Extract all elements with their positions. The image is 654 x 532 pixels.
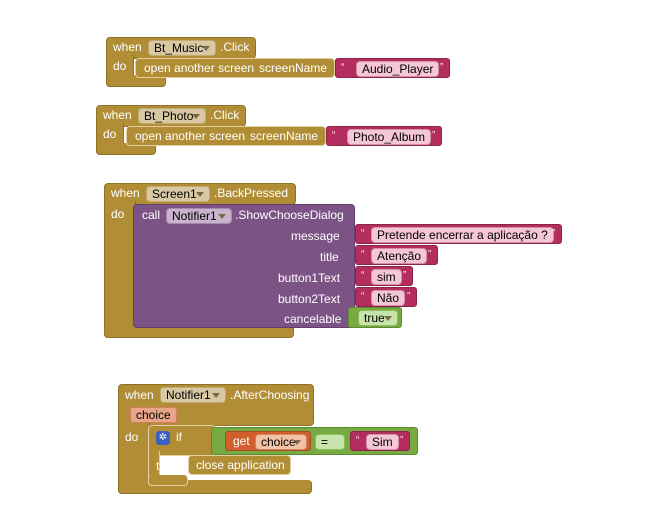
- text-value[interactable]: Audio_Player: [356, 61, 440, 77]
- if-keyword: if: [176, 430, 182, 444]
- quote-open: “: [361, 228, 365, 239]
- quote-open: “: [361, 291, 365, 302]
- call-notifier-showchoosedialog[interactable]: call Notifier1 .ShowChooseDialog message…: [133, 204, 355, 328]
- when-keyword: when: [113, 40, 142, 54]
- text-value[interactable]: Não: [371, 290, 406, 306]
- event-footer: [106, 75, 166, 87]
- do-keyword: do: [111, 207, 125, 221]
- text-block-photo-album[interactable]: “ Photo_Album ”: [326, 126, 442, 146]
- arg-label-button2text: button2Text: [278, 292, 341, 306]
- quote-close: ”: [552, 228, 556, 239]
- quote-close: ”: [403, 270, 407, 281]
- param-label: screenName: [259, 61, 328, 75]
- proc-label: open another screen: [144, 61, 255, 75]
- variable-dropdown[interactable]: choice: [255, 434, 307, 450]
- component-dropdown[interactable]: Bt_Photo: [138, 108, 206, 124]
- text-block-button1text[interactable]: “ sim ”: [355, 266, 413, 286]
- if-footer: [148, 475, 188, 486]
- quote-open: “: [332, 130, 336, 141]
- text-block-title[interactable]: “ Atenção ”: [355, 245, 438, 265]
- do-keyword: do: [113, 59, 127, 73]
- event-name: .BackPressed: [214, 186, 289, 200]
- text-block-button2text[interactable]: “ Não ”: [355, 287, 417, 307]
- do-keyword: do: [125, 430, 139, 444]
- text-value[interactable]: Pretende encerrar a aplicação ?: [371, 227, 554, 243]
- get-keyword: get: [233, 434, 250, 448]
- text-value[interactable]: Sim: [366, 434, 399, 450]
- arg-label-message: message: [291, 229, 340, 243]
- quote-open: “: [361, 249, 365, 260]
- method-name: .ShowChooseDialog: [235, 208, 344, 222]
- text-block-sim[interactable]: “ Sim ”: [350, 431, 410, 451]
- event-name: .Click: [210, 108, 240, 122]
- if-then-block[interactable]: ✲ if then: [148, 425, 294, 486]
- text-value[interactable]: sim: [371, 269, 402, 285]
- arg-label-cancelable: cancelable: [284, 312, 342, 326]
- gear-icon[interactable]: ✲: [156, 431, 170, 445]
- event-body-left: [104, 201, 136, 338]
- text-block-audio-player[interactable]: “ Audio_Player ”: [335, 58, 450, 78]
- quote-open: “: [341, 62, 345, 73]
- close-application-block[interactable]: close application: [188, 455, 291, 475]
- then-keyword: then: [156, 459, 180, 473]
- quote-close: ”: [440, 62, 444, 73]
- component-dropdown[interactable]: Bt_Music: [148, 40, 216, 56]
- open-screen-block-photo[interactable]: open another screen screenName: [126, 126, 326, 146]
- parameter-choice[interactable]: choice: [130, 407, 177, 423]
- notifier-dropdown[interactable]: Notifier1: [166, 208, 232, 224]
- when-keyword: when: [125, 388, 154, 402]
- proc-label: close application: [196, 458, 285, 472]
- text-value[interactable]: Atenção: [371, 248, 428, 264]
- when-keyword: when: [103, 108, 132, 122]
- event-footer: [96, 143, 156, 155]
- logic-true-block[interactable]: true: [348, 307, 402, 328]
- quote-close: ”: [428, 249, 432, 260]
- event-block-notifier1-afterchoosing[interactable]: when Notifier1 .AfterChoosing choice do: [118, 384, 314, 494]
- quote-close: ”: [400, 435, 404, 446]
- open-screen-block-music[interactable]: open another screen screenName: [135, 58, 335, 78]
- when-keyword: when: [111, 186, 140, 200]
- event-block-bt-music-click[interactable]: when Bt_Music .Click do: [106, 37, 256, 87]
- component-dropdown[interactable]: Notifier1: [160, 387, 226, 403]
- param-label: screenName: [250, 129, 319, 143]
- boolean-dropdown[interactable]: true: [358, 310, 398, 326]
- text-value[interactable]: Photo_Album: [347, 129, 432, 145]
- text-block-message[interactable]: “ Pretende encerrar a aplicação ? ”: [355, 224, 562, 244]
- proc-label: open another screen: [135, 129, 246, 143]
- quote-close: ”: [407, 291, 411, 302]
- get-variable-block[interactable]: get choice: [225, 431, 311, 451]
- arg-label-button1text: button1Text: [278, 271, 341, 285]
- call-keyword: call: [142, 208, 161, 222]
- do-keyword: do: [103, 127, 117, 141]
- event-name: .AfterChoosing: [230, 388, 310, 402]
- component-dropdown[interactable]: Screen1: [146, 186, 210, 202]
- compare-operator[interactable]: =: [315, 434, 345, 450]
- quote-open: “: [361, 270, 365, 281]
- arg-label-title: title: [320, 250, 339, 264]
- event-name: .Click: [220, 40, 250, 54]
- quote-close: ”: [432, 130, 436, 141]
- event-block-bt-photo-click[interactable]: when Bt_Photo .Click do: [96, 105, 246, 155]
- quote-open: “: [356, 435, 360, 446]
